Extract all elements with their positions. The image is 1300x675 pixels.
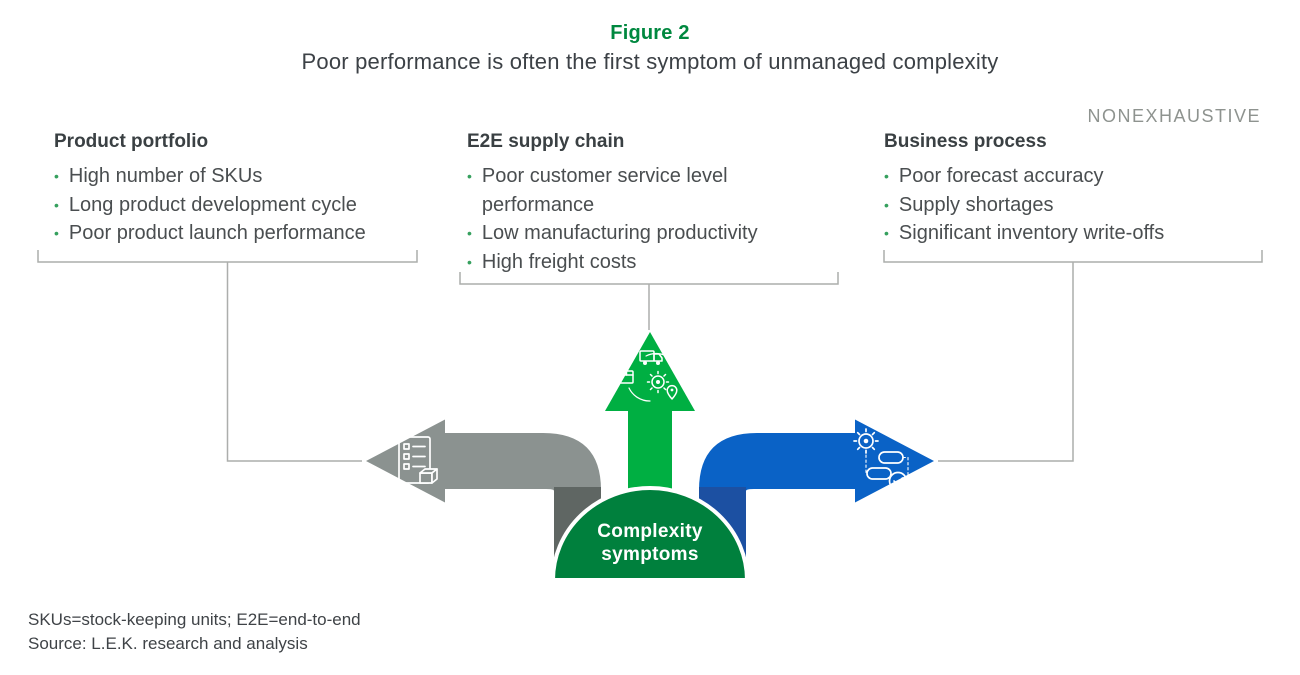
column-heading-business-process: Business process: [884, 131, 1047, 152]
bullet-icon: •: [884, 225, 889, 241]
bullet-icon: •: [467, 168, 472, 184]
list-item-text: High number of SKUs: [68, 165, 263, 187]
list-item: • Poor forecast accuracy: [884, 162, 1262, 191]
footnotes: SKUs=stock-keeping units; E2E=end-to-end…: [28, 608, 361, 655]
green-up-arrow: [605, 332, 695, 500]
bullet-list: • Poor forecast accuracy • Supply shorta…: [884, 162, 1262, 248]
nonexhaustive-tag: NONEXHAUSTIVE: [1087, 106, 1261, 126]
bullet-icon: •: [884, 196, 889, 213]
bracket-business-process: [883, 250, 1263, 263]
bullet-icon: •: [54, 196, 59, 213]
complexity-dome: [550, 486, 750, 582]
figure-title: Poor performance is often the first symp…: [301, 49, 999, 74]
list-item: • Supply shortages: [884, 191, 1262, 220]
complexity-symptoms-label: Complexity symptoms: [553, 520, 747, 566]
dome-label-line2: symptoms: [601, 544, 699, 565]
list-item: • Poor product launch performance: [54, 219, 416, 248]
bullet-icon: •: [54, 225, 59, 241]
bullet-list: • Poor customer service level performanc…: [467, 162, 815, 276]
bracket-product-portfolio: [37, 250, 418, 263]
checklist-clipboard-icon: [398, 436, 438, 484]
bullet-icon: •: [467, 225, 472, 241]
bullet-icon: •: [54, 168, 59, 184]
list-item: • Significant inventory write-offs: [884, 219, 1262, 248]
connector-lines: [37, 250, 1263, 462]
column-business-process: Business process • Poor forecast accurac…: [884, 131, 1262, 248]
list-item: • Poor customer service level performanc…: [467, 162, 815, 219]
list-item-text: Long product development cycle: [68, 193, 357, 216]
bullet-icon: •: [884, 168, 889, 184]
list-item: • High number of SKUs: [54, 162, 416, 191]
list-item-text: Poor customer service level performance: [481, 165, 728, 216]
bullet-icon: •: [467, 253, 472, 270]
list-item-text: Significant inventory write-offs: [898, 222, 1165, 244]
list-item-text: Supply shortages: [898, 193, 1054, 216]
supply-chain-cycle-icon: [619, 350, 678, 402]
column-heading-product-portfolio: Product portfolio: [54, 131, 209, 152]
list-item: • Long product development cycle: [54, 191, 416, 220]
footnote-source: Source: L.E.K. research and analysis: [28, 633, 308, 653]
list-item: • High freight costs: [467, 248, 815, 277]
connector-product-portfolio: [226, 262, 362, 462]
list-item-text: High freight costs: [481, 250, 637, 273]
bullet-list: • High number of SKUs • Long product dev…: [54, 162, 416, 248]
list-item-text: Poor forecast accuracy: [898, 165, 1104, 187]
connector-business-process: [938, 262, 1074, 462]
footnote-abbreviations: SKUs=stock-keeping units; E2E=end-to-end: [28, 610, 361, 629]
process-workflow-icon: [853, 428, 909, 491]
column-heading-e2e-supply-chain: E2E supply chain: [467, 131, 625, 152]
list-item: • Low manufacturing productivity: [467, 219, 815, 248]
column-product-portfolio: Product portfolio • High number of SKUs …: [54, 131, 416, 248]
list-item-text: Poor product launch performance: [68, 222, 366, 244]
figure-label: Figure 2: [610, 22, 690, 44]
column-e2e-supply-chain: E2E supply chain • Poor customer service…: [467, 131, 815, 276]
dome-label-line1: Complexity: [597, 521, 703, 542]
list-item-text: Low manufacturing productivity: [481, 222, 758, 244]
